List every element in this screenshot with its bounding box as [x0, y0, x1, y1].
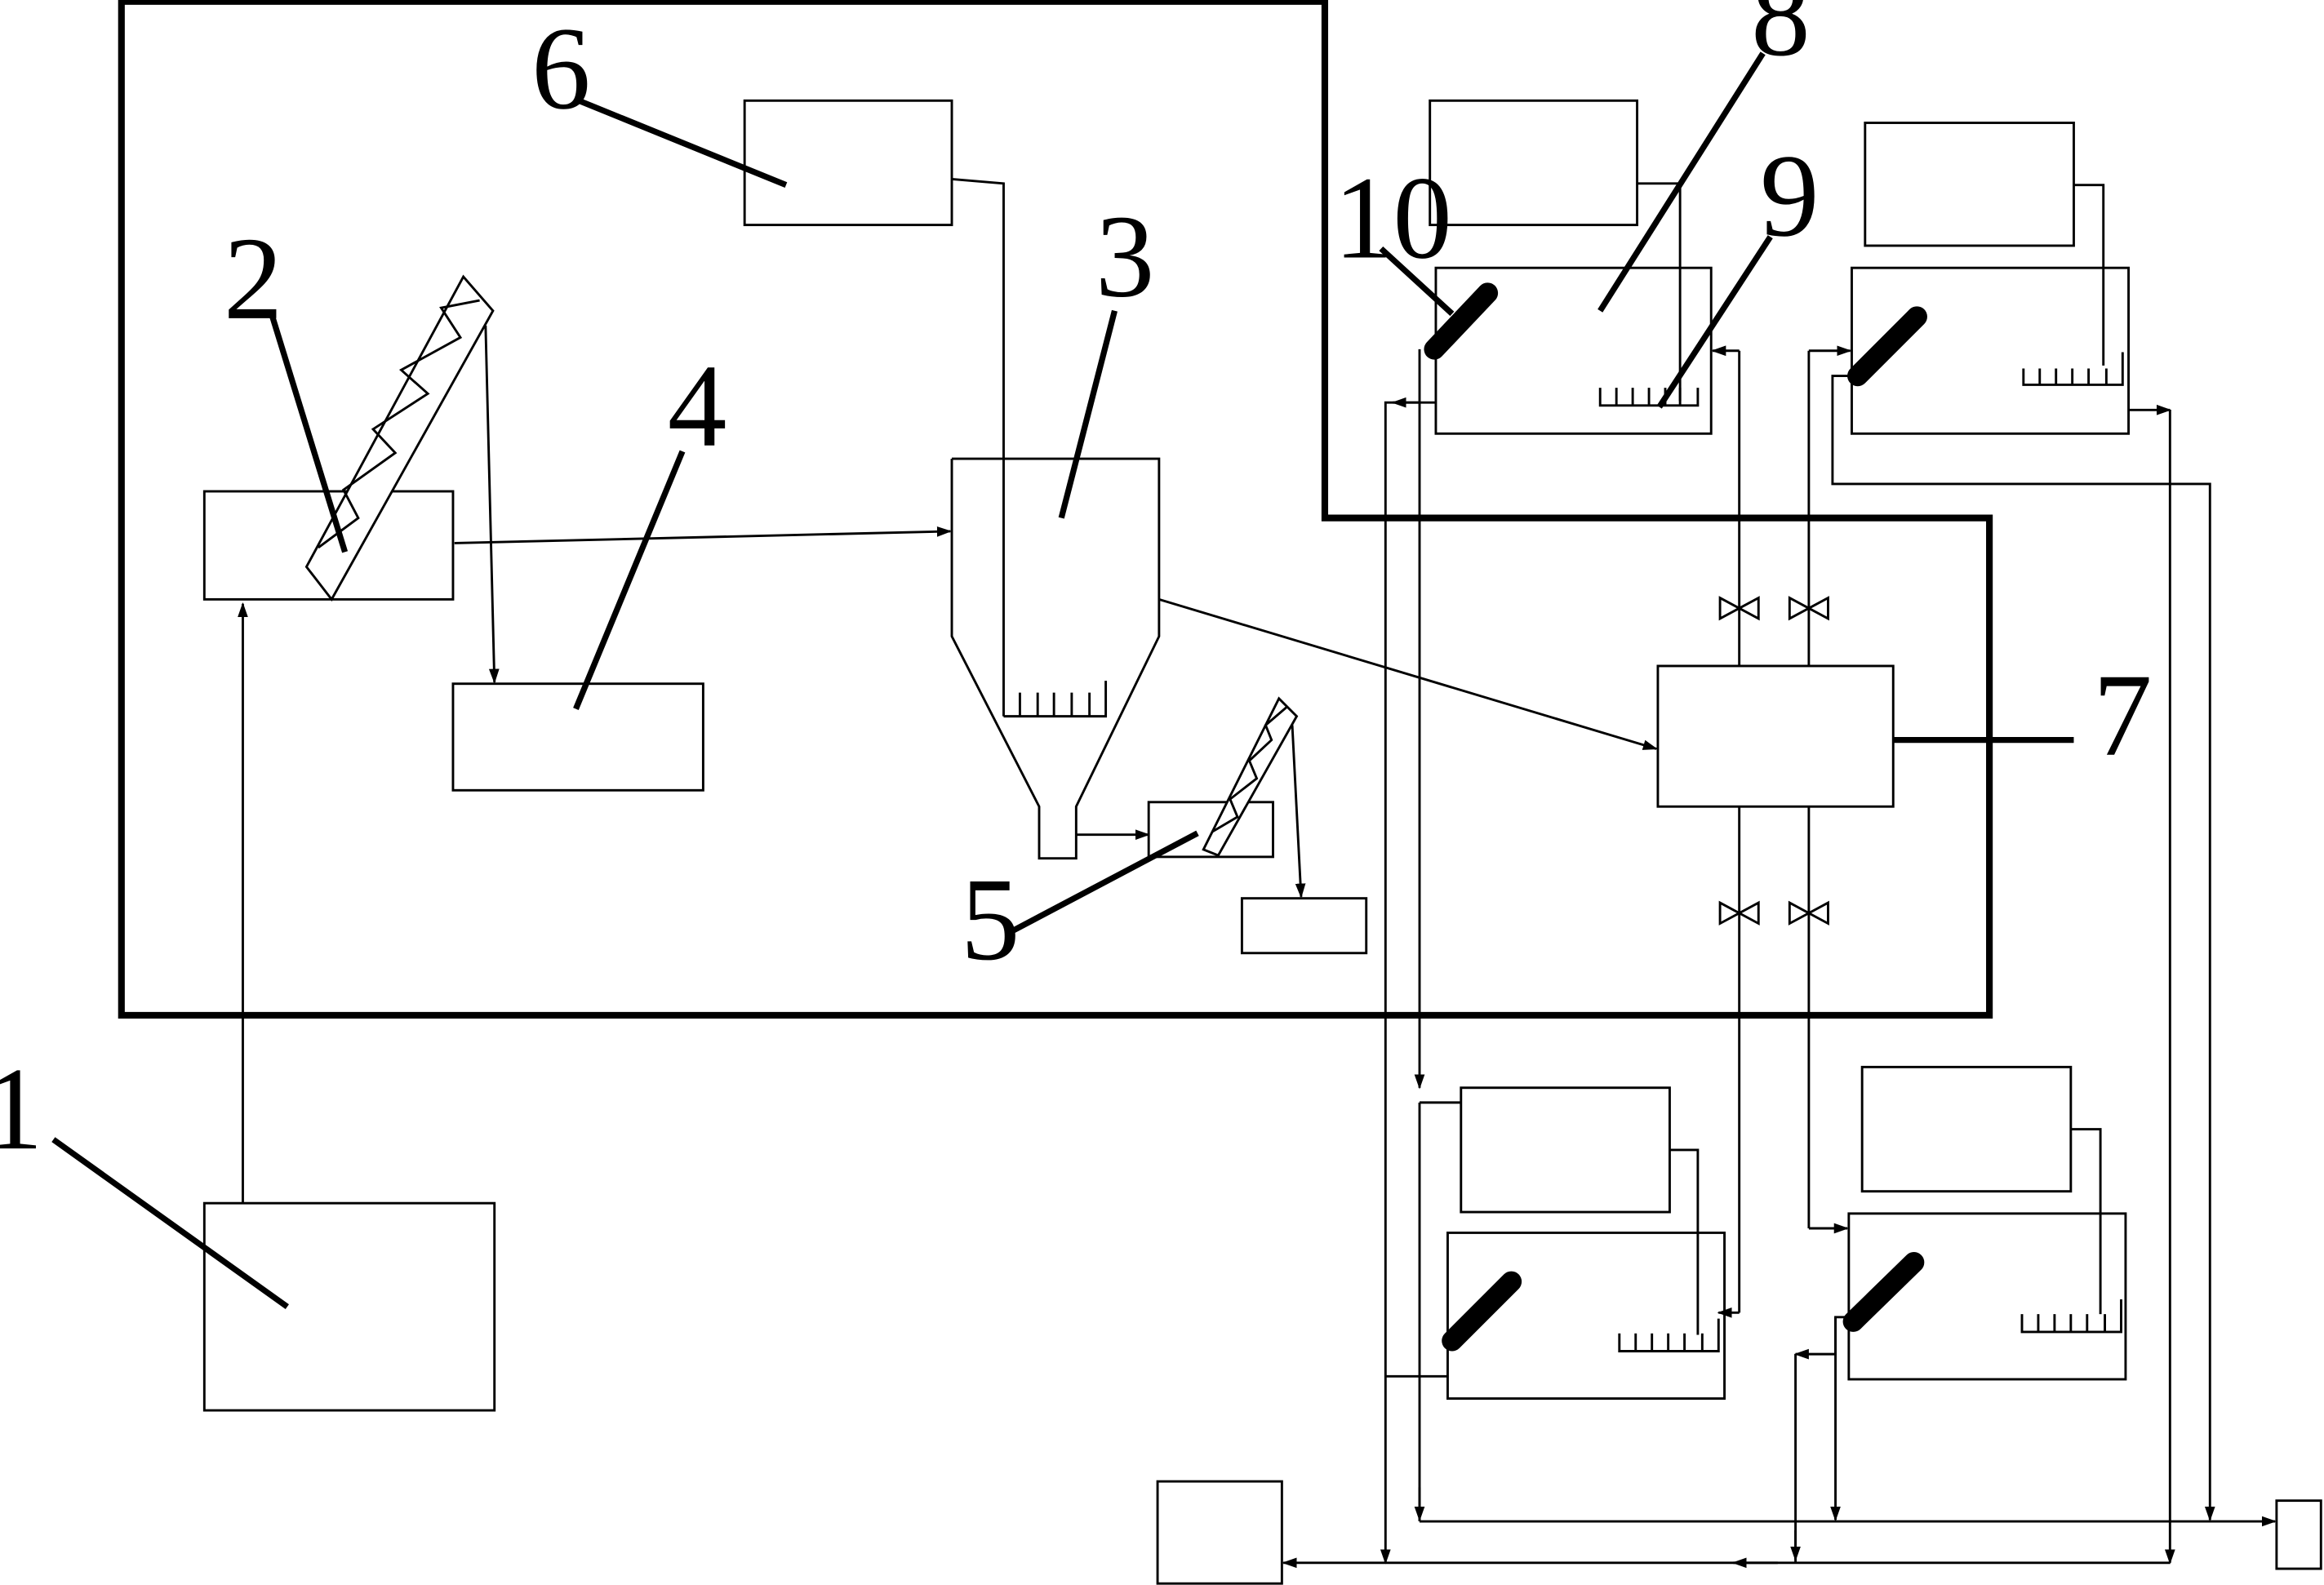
product-box-left — [1156, 1480, 1283, 1585]
collector-box-5 — [1240, 897, 1368, 955]
inclined-screw-conveyor-5 — [1202, 696, 1299, 857]
coil-line-br — [2070, 1128, 2102, 1315]
heater-box-tr — [1864, 122, 2075, 247]
reactor-tr — [1851, 266, 2131, 435]
leader-10 — [1379, 246, 1455, 317]
unit-3-hopper — [950, 457, 1161, 860]
leader-2 — [269, 315, 349, 553]
reactor-br — [1847, 1212, 2127, 1381]
leader-1 — [51, 1137, 289, 1310]
heating-coil-br — [2020, 1299, 2122, 1334]
flow-3-to-7 — [1158, 597, 1658, 750]
valve-upper-right-icon — [1788, 596, 1829, 621]
system-boundary-frame — [118, 0, 1993, 1019]
flow-2-to-3 — [454, 526, 953, 544]
leader-6 — [577, 97, 788, 189]
flow-2-to-4 — [484, 325, 500, 684]
leader-3 — [1058, 309, 1118, 519]
label-10: 10 — [1334, 153, 1452, 284]
product-box-right — [2275, 1499, 2322, 1570]
heater-box-bl — [1460, 1086, 1671, 1214]
label-6: 6 — [531, 3, 591, 134]
leader-5 — [1011, 830, 1199, 934]
outlet-tl-down — [1380, 401, 1436, 1565]
leader-8 — [1597, 51, 1766, 313]
leader-9 — [1656, 235, 1773, 409]
agitator-br — [1842, 1252, 1925, 1332]
inclined-screw-conveyor-2 — [304, 274, 495, 602]
valve-lower-left-icon — [1718, 900, 1760, 926]
valve-lower-right-icon — [1788, 900, 1829, 926]
label-1: 1 — [0, 1044, 43, 1174]
valve-upper-left-icon — [1718, 596, 1760, 621]
leader-4 — [573, 450, 686, 710]
unit-7-box — [1656, 664, 1895, 808]
label-5: 5 — [961, 855, 1020, 985]
agitator-tr — [1847, 306, 1927, 387]
heating-coil-tr — [2022, 352, 2124, 386]
line-6-to-3-heater — [951, 177, 1005, 717]
reactor-bl — [1446, 1231, 1726, 1400]
heater-box-br — [1860, 1065, 2073, 1193]
unit-1-box — [202, 1201, 496, 1412]
label-9: 9 — [1760, 131, 1820, 261]
heater-box-tl — [1429, 99, 1639, 227]
label-2: 2 — [224, 214, 283, 344]
label-8: 8 — [1751, 0, 1811, 81]
br-outlet-left — [1793, 1316, 1849, 1360]
tr-loop — [1831, 375, 2215, 1522]
unit-6-box — [743, 99, 953, 227]
coil-line-bl — [1669, 1148, 1700, 1335]
label-7: 7 — [2093, 650, 2153, 781]
label-3: 3 — [1095, 192, 1155, 322]
heating-coil-3 — [1003, 681, 1108, 718]
coil-line-tr — [2073, 184, 2105, 366]
flow-5-to-collector — [1291, 725, 1306, 899]
label-4: 4 — [668, 341, 727, 472]
agitator-bl — [1442, 1271, 1522, 1352]
agitator-10-tl — [1424, 282, 1499, 360]
